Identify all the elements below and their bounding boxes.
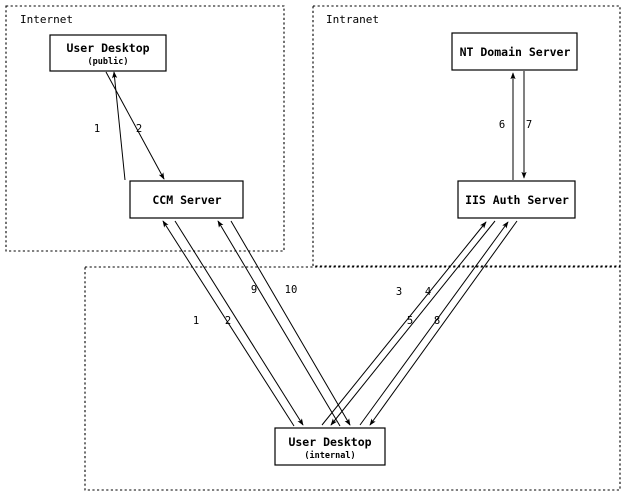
step-label-7: 7: [526, 119, 532, 131]
node-iis-auth-server[interactable]: IIS Auth Server: [457, 180, 576, 219]
step-label-2-public: 2: [136, 123, 142, 135]
node-title-ccm-server: CCM Server: [152, 193, 221, 207]
node-subtitle-user-desktop-internal: (internal): [304, 450, 355, 461]
flow-line-step-3: [321, 221, 487, 426]
step-label-5: 5: [407, 315, 413, 327]
zone-label-internet: Internet: [20, 13, 73, 26]
node-title-iis-auth-server: IIS Auth Server: [465, 193, 569, 207]
step-labels: 1 2 1 2 3 4 5 6 7 8 9 10: [94, 119, 532, 327]
node-title-user-desktop-public: User Desktop: [66, 41, 149, 55]
step-label-9: 9: [251, 284, 257, 296]
node-box-iis-auth-server[interactable]: [457, 180, 576, 219]
zone-label-intranet: Intranet: [326, 13, 379, 26]
flow-line-step-2-internal: [174, 220, 304, 426]
flow-line-step-8: [369, 220, 518, 426]
zone-internet-boundary: [5, 5, 285, 252]
node-box-user-desktop-internal[interactable]: [274, 427, 386, 466]
node-ccm-server[interactable]: CCM Server: [129, 180, 244, 219]
step-label-6: 6: [499, 119, 505, 131]
flow-line-step-10: [230, 220, 351, 426]
node-box-ccm-server[interactable]: [129, 180, 244, 219]
flow-line-step-4: [330, 220, 496, 426]
step-label-10: 10: [285, 284, 298, 296]
flow-line-step-9: [217, 220, 341, 427]
zone-internal-boundary: [84, 266, 621, 491]
zone-boundaries: [5, 5, 621, 491]
step-label-2-internal: 2: [225, 315, 231, 327]
step-label-3: 3: [396, 286, 402, 298]
node-subtitle-user-desktop-public: (public): [88, 56, 129, 67]
node-box-user-desktop-public[interactable]: [49, 34, 167, 72]
node-nt-domain-server[interactable]: NT Domain Server: [451, 32, 578, 71]
node-user-desktop-public[interactable]: User Desktop (public): [49, 34, 167, 72]
node-user-desktop-internal[interactable]: User Desktop (internal): [274, 427, 386, 466]
flow-line-step-1-internal: [162, 220, 295, 427]
step-label-8: 8: [434, 315, 440, 327]
node-title-nt-domain-server: NT Domain Server: [460, 45, 571, 59]
zone-intranet-boundary: [312, 5, 621, 267]
flow-line-step-2-public: [112, 71, 126, 181]
step-label-4: 4: [425, 286, 431, 298]
flow-lines: [105, 71, 527, 427]
step-label-1-internal: 1: [193, 315, 199, 327]
flow-line-step-5: [359, 221, 509, 426]
node-box-nt-domain-server[interactable]: [451, 32, 578, 71]
node-title-user-desktop-internal: User Desktop: [288, 435, 371, 449]
step-label-1-public: 1: [94, 123, 100, 135]
